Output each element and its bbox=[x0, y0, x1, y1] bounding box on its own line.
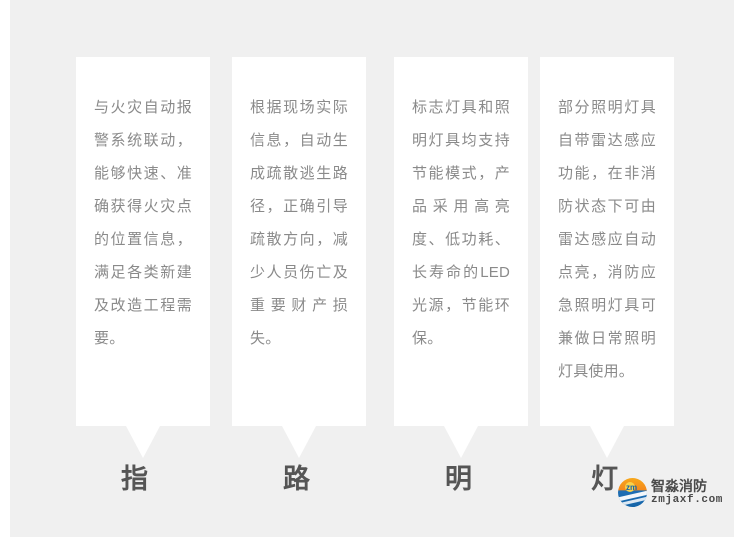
feature-card-3: 标志灯具和照明灯具均支持节能模式，产品采用高亮度、低功耗、长寿命的LED光源，节… bbox=[394, 57, 528, 458]
watermark: zm 智淼消防 zmjaxf.com bbox=[618, 478, 723, 507]
card-pointer-triangle-2 bbox=[282, 426, 316, 458]
card-text-4: 部分照明灯具自带雷达感应功能，在非消防状态下可由雷达感应自动点亮，消防应急照明灯… bbox=[558, 99, 656, 380]
card-body-1: 与火灾自动报警系统联动，能够快速、准确获得火灾点的位置信息，满足各类新建及改造工… bbox=[76, 57, 210, 426]
card-text-1: 与火灾自动报警系统联动，能够快速、准确获得火灾点的位置信息，满足各类新建及改造工… bbox=[94, 99, 192, 347]
watermark-url: zmjaxf.com bbox=[651, 494, 724, 506]
logo-sun-shape bbox=[625, 482, 635, 492]
logo-monogram: zm bbox=[626, 483, 638, 492]
card-text-2: 根据现场实际信息，自动生成疏散逃生路径，正确引导疏散方向，减少人员伤亡及重要财产… bbox=[250, 99, 348, 347]
card-label-2: 路 bbox=[283, 464, 311, 494]
card-pointer-triangle-4 bbox=[590, 426, 624, 458]
card-body-3: 标志灯具和照明灯具均支持节能模式，产品采用高亮度、低功耗、长寿命的LED光源，节… bbox=[394, 57, 528, 426]
feature-card-1: 与火灾自动报警系统联动，能够快速、准确获得火灾点的位置信息，满足各类新建及改造工… bbox=[76, 57, 210, 458]
card-label-1: 指 bbox=[121, 464, 149, 494]
watermark-company-name: 智淼消防 bbox=[651, 478, 707, 494]
card-pointer-triangle-1 bbox=[126, 426, 160, 458]
card-pointer-triangle-3 bbox=[444, 426, 478, 458]
card-text-3: 标志灯具和照明灯具均支持节能模式，产品采用高亮度、低功耗、长寿命的LED光源，节… bbox=[412, 99, 510, 347]
feature-card-4: 部分照明灯具自带雷达感应功能，在非消防状态下可由雷达感应自动点亮，消防应急照明灯… bbox=[540, 57, 674, 458]
company-logo-icon: zm bbox=[618, 478, 647, 507]
watermark-text-block: 智淼消防 zmjaxf.com bbox=[651, 479, 723, 506]
card-label-4: 灯 bbox=[591, 464, 619, 494]
card-body-4: 部分照明灯具自带雷达感应功能，在非消防状态下可由雷达感应自动点亮，消防应急照明灯… bbox=[540, 57, 674, 426]
card-body-2: 根据现场实际信息，自动生成疏散逃生路径，正确引导疏散方向，减少人员伤亡及重要财产… bbox=[232, 57, 366, 426]
card-label-3: 明 bbox=[445, 464, 473, 494]
feature-card-2: 根据现场实际信息，自动生成疏散逃生路径，正确引导疏散方向，减少人员伤亡及重要财产… bbox=[232, 57, 366, 458]
